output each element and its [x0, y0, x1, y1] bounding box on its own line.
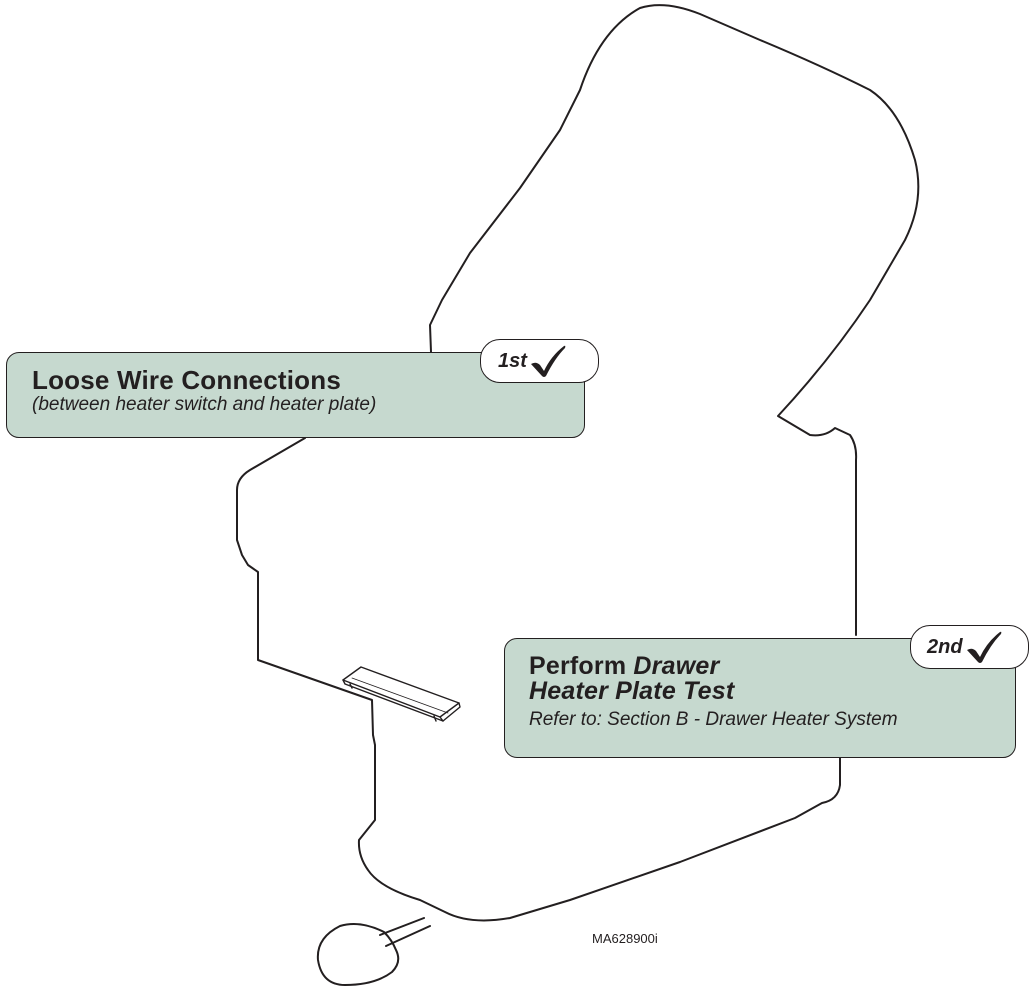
plug-outline — [316, 923, 400, 986]
callout-title-italic: Heater Plate Test — [529, 677, 735, 705]
callout-title-italic: Drawer — [633, 652, 720, 680]
power-cord — [379, 917, 431, 947]
callout-subtitle: (between heater switch and heater plate) — [32, 394, 377, 415]
heater-plate-icon — [342, 666, 461, 722]
callout-title: Loose Wire Connections — [32, 365, 341, 395]
step-badge-label: 1st — [498, 349, 527, 372]
range-outline — [236, 4, 920, 922]
step-badge-label: 2nd — [927, 635, 963, 658]
step-badge-1st: 1st — [480, 339, 599, 383]
callout-title-prefix: Perform — [529, 652, 627, 680]
checkmark-icon — [966, 631, 1001, 663]
figure-code: MA628900i — [592, 931, 658, 946]
step-badge-2nd: 2nd — [910, 625, 1029, 669]
checkmark-icon — [530, 345, 566, 377]
callout-title: Perform Drawer Heater Plate Test — [529, 654, 1015, 704]
callout-subtitle: Refer to: Section B - Drawer Heater Syst… — [529, 709, 898, 730]
